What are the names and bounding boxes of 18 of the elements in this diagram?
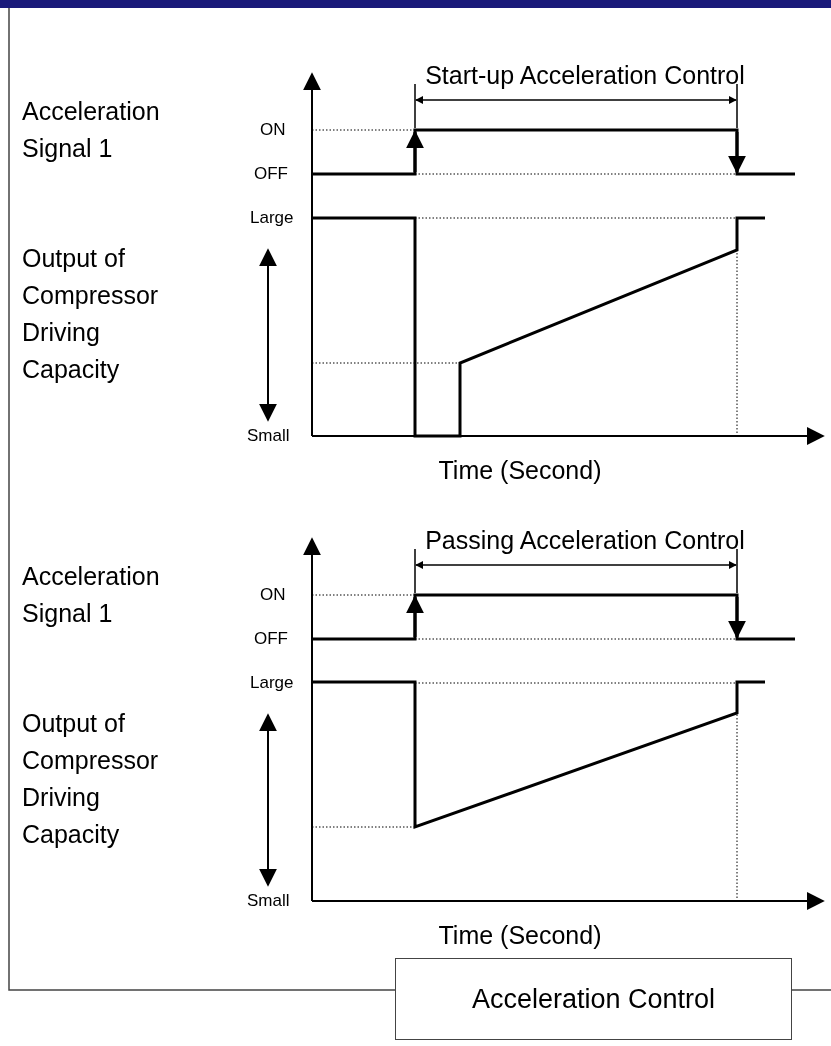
tick-label: Small: [247, 891, 291, 911]
tick-label: Small: [247, 426, 291, 446]
axis-label: Output of Compressor Driving Capacity: [22, 243, 160, 385]
tick-label: Large: [250, 673, 295, 693]
title-box: [395, 958, 792, 1040]
axis-title: Time (Second): [437, 455, 603, 486]
axis-label: Acceleration Signal 1: [22, 96, 161, 164]
tick-label: ON: [260, 120, 287, 140]
tick-label: ON: [260, 585, 287, 605]
tick-label: OFF: [254, 164, 289, 184]
box-title: Acceleration Control: [471, 983, 716, 1015]
axis-title: Time (Second): [437, 920, 603, 951]
axis-label: Acceleration Signal 1: [22, 561, 161, 629]
tick-label: OFF: [254, 629, 289, 649]
tick-label: Large: [250, 208, 295, 228]
chart-title: Passing Acceleration Control: [424, 525, 746, 556]
axis-label: Output of Compressor Driving Capacity: [22, 708, 160, 850]
chart-title: Start-up Acceleration Control: [424, 60, 746, 91]
